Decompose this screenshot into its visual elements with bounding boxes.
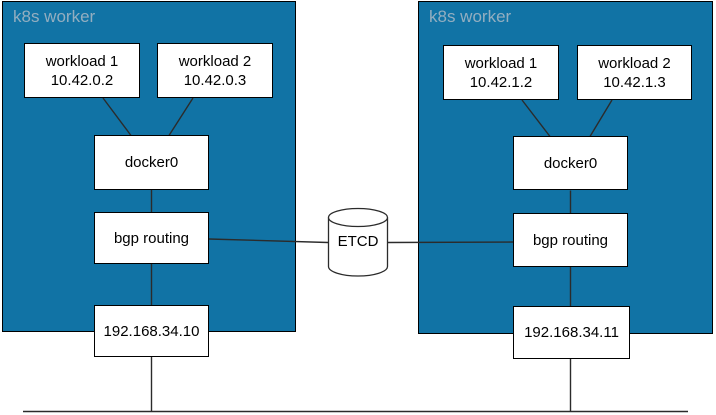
workload-ip: 10.42.0.3 (183, 71, 247, 89)
host-ip-label: 192.168.34.10 (103, 322, 200, 340)
bridge-label: docker0 (124, 154, 179, 171)
cylinder-top (327, 207, 389, 228)
workload-2-node: workload 2 10.42.1.3 (577, 45, 692, 100)
workload-2-node: workload 2 10.42.0.3 (157, 43, 273, 98)
workload-1-node: workload 1 10.42.1.2 (443, 45, 559, 100)
workload-name: workload 2 (598, 54, 671, 72)
docker0-bridge-node: docker0 (513, 136, 628, 190)
etcd-label: ETCD (337, 233, 379, 250)
workload-name: workload 1 (464, 54, 538, 72)
workload-ip: 10.42.1.3 (603, 73, 666, 91)
workload-name: workload 1 (45, 52, 119, 70)
bgp-routing-node: bgp routing (94, 212, 209, 264)
workload-1-node: workload 1 10.42.0.2 (24, 43, 140, 98)
workload-ip: 10.42.0.2 (50, 71, 114, 89)
workload-name: workload 2 (178, 52, 252, 70)
host-ip-label: 192.168.34.11 (524, 324, 619, 341)
docker0-bridge-node: docker0 (94, 135, 209, 190)
workload-ip: 10.42.1.2 (469, 73, 533, 91)
worker-title: k8s worker (429, 7, 512, 26)
host-ip-node: 192.168.34.10 (94, 305, 209, 357)
routing-label: bgp routing (113, 229, 190, 247)
worker-title: k8s worker (13, 7, 96, 26)
routing-label: bgp routing (532, 231, 609, 249)
bridge-label: docker0 (543, 154, 598, 172)
bgp-routing-node: bgp routing (513, 213, 628, 267)
host-ip-node: 192.168.34.11 (513, 306, 630, 359)
